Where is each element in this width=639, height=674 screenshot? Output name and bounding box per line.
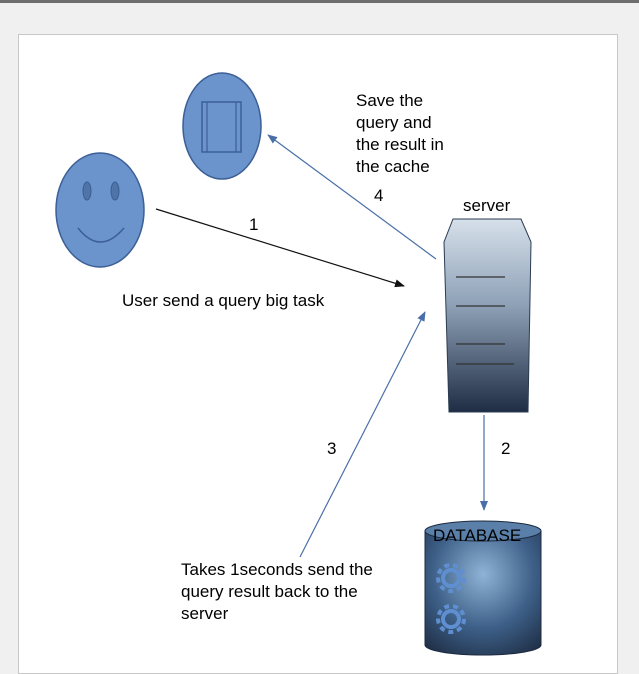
- server-icon: [443, 218, 532, 413]
- arrow-database-to-server: [299, 311, 426, 558]
- gear-icon: [436, 604, 466, 634]
- step-2-label: 2: [501, 439, 511, 458]
- gear-icon: [436, 563, 466, 593]
- database-label: DATABASE: [433, 526, 522, 545]
- cache-document-icon: [182, 72, 262, 180]
- step-4-label: 4: [374, 186, 384, 205]
- cache-note-label: Save the query and the result in the cac…: [356, 91, 444, 176]
- server-label: server: [463, 196, 511, 215]
- takes-note-label: Takes 1seconds send the query result bac…: [181, 560, 373, 623]
- arrow-server-to-cache: [267, 134, 437, 260]
- step-3-label: 3: [327, 439, 337, 458]
- arrow-user-to-server: [155, 208, 405, 288]
- user-query-label: User send a query big task: [122, 291, 325, 310]
- database-icon: [424, 520, 542, 656]
- step-1-label: 1: [249, 215, 259, 234]
- user-smiley-icon: [55, 152, 145, 268]
- window-top-edge: [0, 0, 639, 3]
